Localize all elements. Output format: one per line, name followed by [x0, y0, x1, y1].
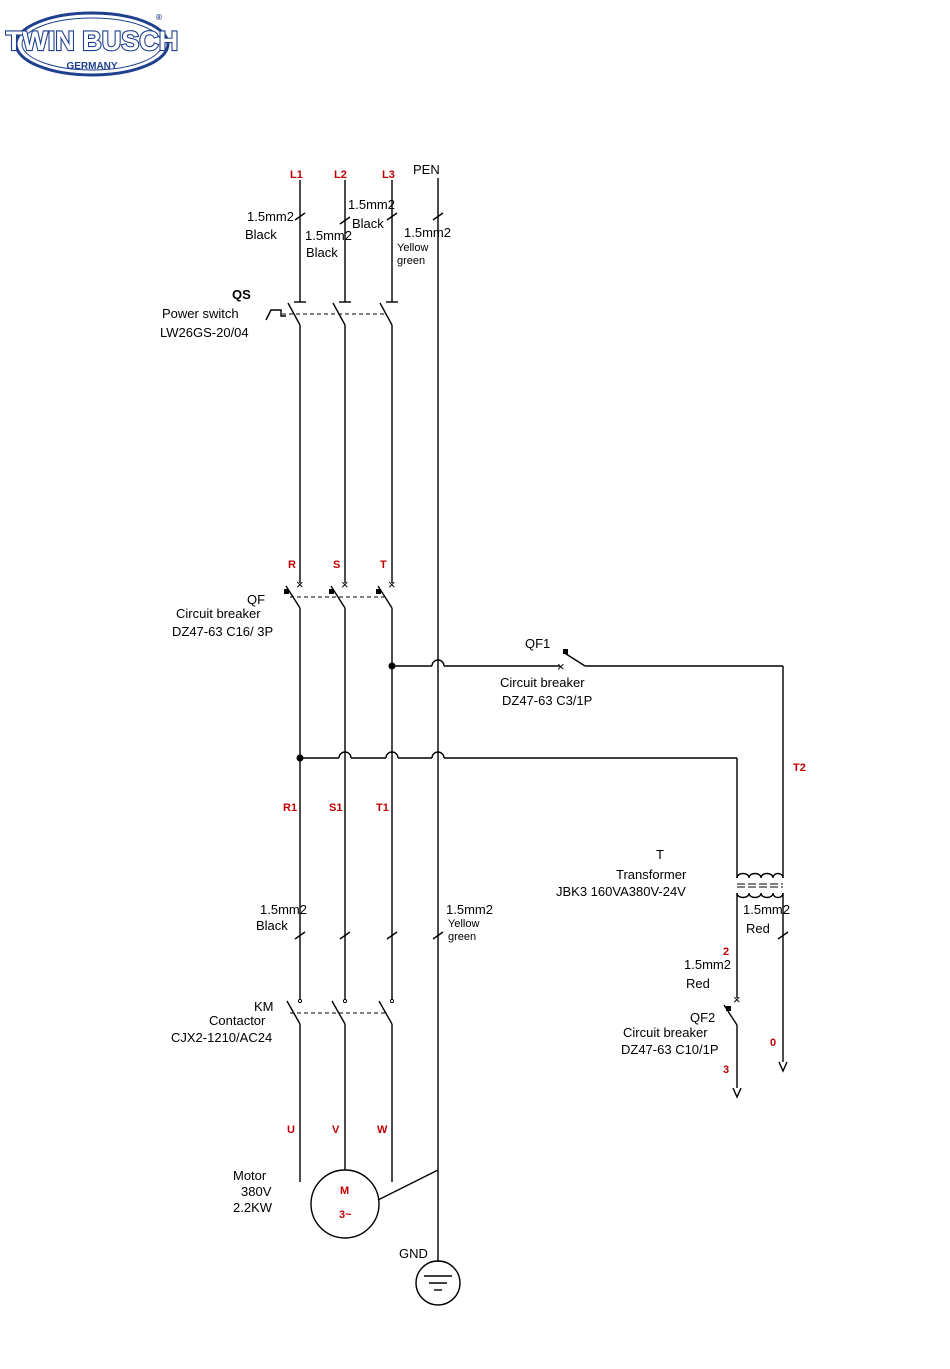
motor-power: 2.2KW	[233, 1200, 273, 1215]
control-breaker-name: Circuit breaker	[500, 675, 585, 690]
cable-l3-color: Black	[352, 216, 384, 231]
motor-symbol	[310, 1169, 439, 1239]
transformer-model: JBK3 160VA380V-24V	[556, 884, 686, 899]
control-breaker-tag: QF1	[525, 636, 550, 651]
secondary-breaker-tag: QF2	[690, 1010, 715, 1025]
main-breaker-name: Circuit breaker	[176, 606, 261, 621]
logo-sub: GERMANY	[66, 61, 117, 72]
motor-cable-ticks	[294, 931, 444, 940]
twin-busch-logo: TWIN BUSCH GERMANY ®	[5, 11, 179, 77]
wire-2-label: 2	[723, 946, 729, 958]
svg-text:×: ×	[296, 577, 304, 592]
cable-l2-size: 1.5mm2	[305, 228, 352, 243]
svg-text:×: ×	[557, 659, 565, 674]
phase-l1-label: L1	[290, 169, 303, 181]
transformer-tag: T	[656, 847, 664, 862]
secondary-breaker-model: DZ47-63 C10/1P	[621, 1042, 719, 1057]
motor-symbol-phase: 3~	[339, 1209, 352, 1221]
transformer-symbol	[736, 872, 789, 1062]
secondary-left-size: 1.5mm2	[684, 957, 731, 972]
terminal-v-label: V	[332, 1124, 340, 1136]
terminal-t-label: T	[380, 559, 387, 571]
secondary-breaker-symbol: ×	[723, 992, 788, 1099]
cable-l1-color: Black	[245, 227, 277, 242]
terminal-t1-label: T1	[376, 802, 389, 814]
main-breaker-tag: QF	[247, 592, 265, 607]
motor-pe-color-2: green	[448, 931, 476, 943]
cable-pen-color-2: green	[397, 255, 425, 267]
motor-cable-color: Black	[256, 918, 288, 933]
cable-pen-size: 1.5mm2	[404, 225, 451, 240]
contactor-name: Contactor	[209, 1013, 266, 1028]
power-switch-name: Power switch	[162, 306, 239, 321]
cable-pen-color-1: Yellow	[397, 242, 428, 254]
secondary-right-color: Red	[746, 921, 770, 936]
phase-l2-label: L2	[334, 169, 347, 181]
cable-l3-size: 1.5mm2	[348, 197, 395, 212]
terminal-s1-label: S1	[329, 802, 342, 814]
terminal-w-label: W	[377, 1124, 388, 1136]
secondary-breaker-name: Circuit breaker	[623, 1025, 708, 1040]
main-breaker-symbol: × × ×	[284, 577, 396, 1000]
svg-text:×: ×	[733, 992, 741, 1007]
terminal-u-label: U	[287, 1124, 295, 1136]
wire-3-label: 3	[723, 1064, 729, 1076]
control-branch-wiring: ×	[388, 649, 784, 878]
motor-voltage: 380V	[241, 1184, 272, 1199]
motor-cable-size: 1.5mm2	[260, 902, 307, 917]
cable-l2-color: Black	[306, 245, 338, 260]
power-switch-model: LW26GS-20/04	[160, 325, 249, 340]
gnd-label: GND	[399, 1246, 428, 1261]
secondary-right-size: 1.5mm2	[743, 902, 790, 917]
secondary-left-color: Red	[686, 976, 710, 991]
main-breaker-model: DZ47-63 C16/ 3P	[172, 624, 273, 639]
motor-label: Motor	[233, 1168, 267, 1183]
svg-text:×: ×	[388, 577, 396, 592]
power-switch-tag: QS	[232, 287, 251, 302]
terminal-s-label: S	[333, 559, 340, 571]
ground-symbol	[415, 1260, 461, 1306]
power-switch-symbol	[265, 302, 393, 583]
logo-reg: ®	[156, 13, 162, 22]
phase-l3-label: L3	[382, 169, 395, 181]
contactor-tag: KM	[254, 999, 274, 1014]
logo-brand: TWIN BUSCH	[6, 26, 178, 56]
contactor-model: CJX2-1210/AC24	[171, 1030, 272, 1045]
contactor-symbol	[286, 998, 395, 1182]
motor-pe-size: 1.5mm2	[446, 902, 493, 917]
svg-text:×: ×	[341, 577, 349, 592]
transformer-name: Transformer	[616, 867, 687, 882]
pen-label: PEN	[413, 162, 440, 177]
wire-0-label: 0	[770, 1037, 776, 1049]
wire-t2-label: T2	[793, 762, 806, 774]
control-breaker-model: DZ47-63 C3/1P	[502, 693, 592, 708]
motor-symbol-m: M	[340, 1185, 349, 1197]
cable-l1-size: 1.5mm2	[247, 209, 294, 224]
terminal-r1-label: R1	[283, 802, 297, 814]
motor-pe-color-1: Yellow	[448, 918, 479, 930]
primary-branch-wiring	[296, 751, 738, 878]
terminal-r-label: R	[288, 559, 296, 571]
